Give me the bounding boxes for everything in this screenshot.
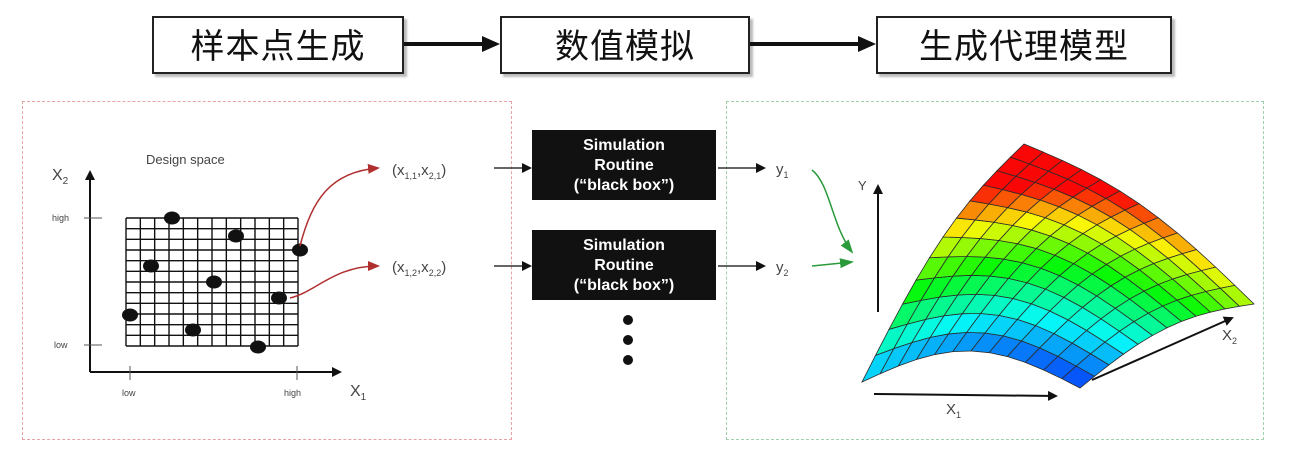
black-box-line-3: (“black box”)	[573, 177, 675, 194]
design-space-title: Design space	[146, 152, 225, 167]
step-surrogate-model: 生成代理模型	[876, 16, 1172, 74]
sample-point	[228, 229, 244, 243]
continuation-dot	[623, 355, 633, 365]
black-box-line-1: Simulation	[583, 237, 665, 254]
sample-point	[206, 275, 222, 289]
sample-point	[143, 259, 159, 273]
sample-points	[122, 211, 308, 354]
output-green-arrow-2	[811, 258, 854, 269]
x-axis-label: X1	[350, 383, 367, 403]
x-tick-high-label: high	[284, 388, 301, 398]
surface-x1-label: X1	[946, 401, 961, 420]
output-label-1: y1	[776, 161, 789, 180]
black-box-line-2: Routine	[594, 157, 654, 174]
x-tick-low-label: low	[122, 388, 136, 398]
sample-point	[185, 323, 201, 337]
black-box-line-1: Simulation	[583, 137, 665, 154]
surface-y-label: Y	[858, 178, 867, 193]
sample-point	[250, 340, 266, 354]
surface-x1-axis	[873, 390, 1058, 401]
surface-x2-label: X2	[1222, 327, 1237, 346]
continuation-dot	[623, 315, 633, 325]
sample-arrow-1	[299, 163, 380, 247]
output-label-2: y2	[776, 259, 789, 278]
surface-cell	[1219, 284, 1255, 307]
sample-point	[271, 291, 287, 305]
response-surface	[861, 143, 1255, 389]
surface-x2-axis	[1091, 316, 1234, 381]
y-tick-low-label: low	[54, 340, 68, 350]
surrogate-surface-panel	[726, 101, 1264, 440]
step-numerical-simulation: 数值模拟	[500, 16, 750, 74]
black-box-line-2: Routine	[594, 257, 654, 274]
continuation-dot	[623, 335, 633, 345]
y-tick-high-label: high	[52, 213, 69, 223]
sample-label-2: (x1,2,x2,2)	[392, 259, 446, 278]
black-box-line-3: (“black box”)	[573, 277, 675, 294]
output-green-arrow-1	[811, 169, 854, 254]
y-axis-label: X2	[52, 167, 69, 187]
design-space-panel	[22, 101, 512, 440]
step-sample-generation: 样本点生成	[152, 16, 404, 74]
sample-arrow-2	[289, 261, 380, 299]
sample-point	[292, 243, 308, 257]
sample-point	[164, 211, 180, 225]
sample-point	[122, 308, 138, 322]
simulation-routine-box-1: Simulation Routine (“black box”)	[532, 130, 716, 200]
simulation-routine-box-2: Simulation Routine (“black box”)	[532, 230, 716, 300]
sample-label-1: (x1,1,x2,1)	[392, 162, 446, 181]
